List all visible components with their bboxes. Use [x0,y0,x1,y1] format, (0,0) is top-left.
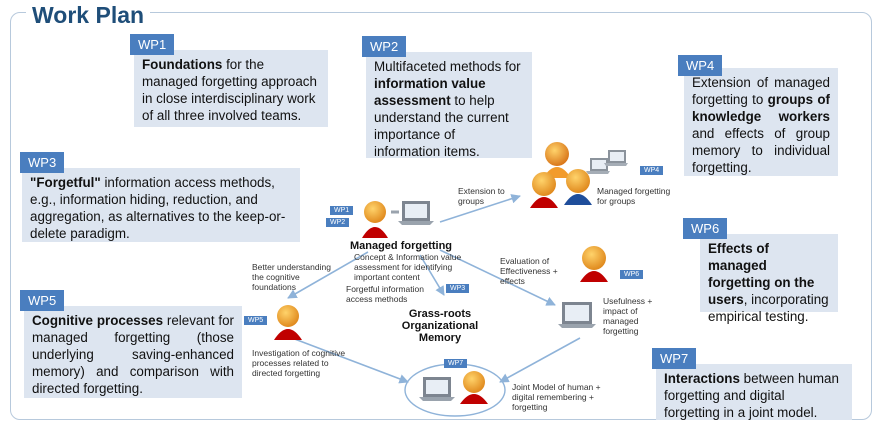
wp1-tag: WP1 [130,34,175,55]
wp5-text: relevant for managed forgetting (those u… [32,313,234,396]
wp6-text: , incorporating empirical testing. [708,292,829,324]
wp5-tag: WP5 [20,290,65,311]
work-plan-frame [10,12,872,420]
diagram-tag-wp2: WP2 [326,218,350,227]
wp4-pre: Extension of managed forgetting to [692,75,830,107]
wp1-text: for the managed forgetting approach in c… [142,57,317,123]
wp5-box: Cognitive processes relevant for managed… [24,306,242,398]
diagram-tag-wp5: WP5 [244,316,268,325]
managed-forgetting-label: Managed forgetting [349,240,453,252]
wp4-bold: groups of knowledge workers [692,92,830,124]
wp3-box: "Forgetful" information access methods, … [22,168,300,242]
joint-laptop-icon [419,377,455,401]
grassroots-label: Grass-roots Organizational Memory [401,308,479,344]
arrow-to-groups [439,194,521,223]
arrow-to-grassroots [419,254,445,296]
joint-model-ellipse [404,363,506,417]
wp2-text: to help understand the current importanc… [374,93,509,159]
evaluation-laptop-icon [558,302,596,328]
arrow-to-cognitive [287,251,369,299]
diagram-tag-wp7: WP7 [444,359,468,368]
arrow-to-usefulness [439,249,556,306]
joint-person-icon [460,371,488,404]
page-title: Work Plan [26,2,151,29]
wp2-pre: Multifaceted methods for [374,59,521,74]
wp5-bold: Cognitive processes [32,313,164,328]
wp3-text: information access methods, e.g., inform… [30,175,286,241]
center-laptop-icon [398,201,434,225]
evaluation-label: Evaluation of Effectiveness + effects [500,256,558,286]
wp2-bold: information value assessment [374,76,486,108]
wp1-bold: Foundations [142,57,223,72]
wp7-tag: WP7 [652,348,697,369]
wp3-tag: WP3 [20,152,65,173]
forgetful-access-label: Forgetful information access methods [346,284,424,304]
investigation-label: Investigation of cognitive processes rel… [252,348,346,378]
usefulness-label: Usefulness + impact of managed forgettin… [603,296,653,336]
wp4-tag: WP4 [678,55,723,76]
wp7-bold: Interactions [664,371,740,386]
cognitive-person-icon [274,305,302,340]
wp7-box: Interactions between human forgetting an… [656,364,852,420]
wp7-text: between human forgetting and digital for… [664,371,839,420]
arrow-to-joint-left [291,337,409,384]
evaluation-person-icon [580,246,608,282]
wp6-tag: WP6 [683,218,728,239]
better-understanding-label: Better understanding the cognitive found… [252,262,331,292]
wp4-text: and effects of group memory to individua… [692,126,830,175]
wp6-box: Effects of managed forgetting on the use… [700,234,838,324]
group-persons-icon [530,142,592,208]
wp4-box: Extension of managed forgetting to group… [684,68,838,176]
diagram-tag-wp3: WP3 [446,284,470,293]
diagram-tag-wp1: WP1 [330,206,354,215]
joint-model-label: Joint Model of human + digital rememberi… [512,382,601,412]
wp2-box: Multifaceted methods for information val… [366,52,532,159]
diagram-tag-wp6: WP6 [620,270,644,279]
arrow-to-joint-right [499,337,581,383]
managed-forgetting-sub: Concept & Information value assessment f… [354,252,462,282]
wp6-bold: Effects of managed forgetting on the use… [708,241,815,307]
managed-groups-label: Managed forgetting for groups [597,186,671,206]
wp3-bold: "Forgetful" [30,175,101,190]
extension-label: Extension to groups [458,186,505,206]
group-computers-icon [586,150,628,174]
center-person-icon [362,201,388,238]
diagram-tag-wp4: WP4 [640,166,664,175]
wp1-box: Foundations for the managed forgetting a… [134,50,328,127]
wp2-tag: WP2 [362,36,407,57]
